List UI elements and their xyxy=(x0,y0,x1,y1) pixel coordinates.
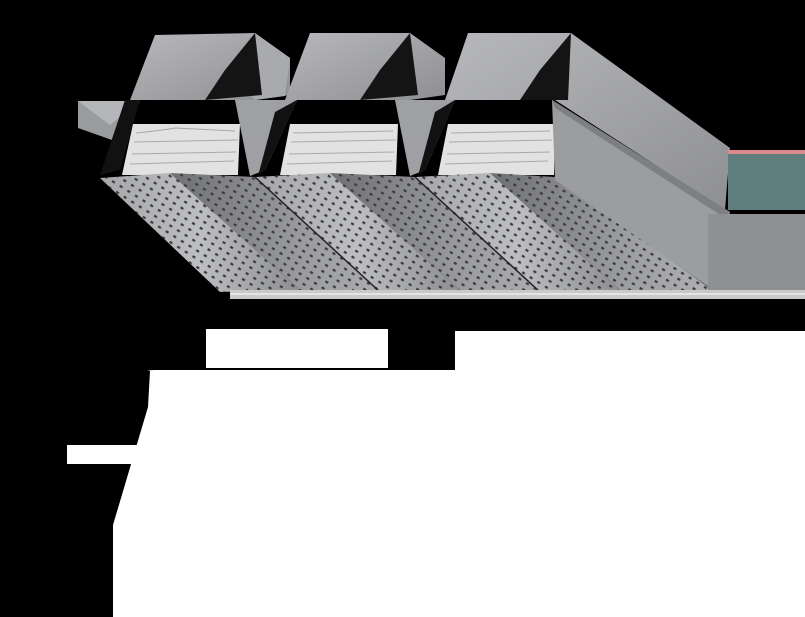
slot-dividers xyxy=(100,100,455,176)
filter-panel-1 xyxy=(122,124,240,175)
right-housing xyxy=(552,100,805,292)
filter-panel-3 xyxy=(438,124,555,175)
perforated-blades xyxy=(100,173,715,293)
housing-tops xyxy=(130,33,730,210)
white-silhouette xyxy=(67,329,805,617)
filter-panel-2 xyxy=(280,124,398,175)
filter-panels xyxy=(122,124,555,175)
